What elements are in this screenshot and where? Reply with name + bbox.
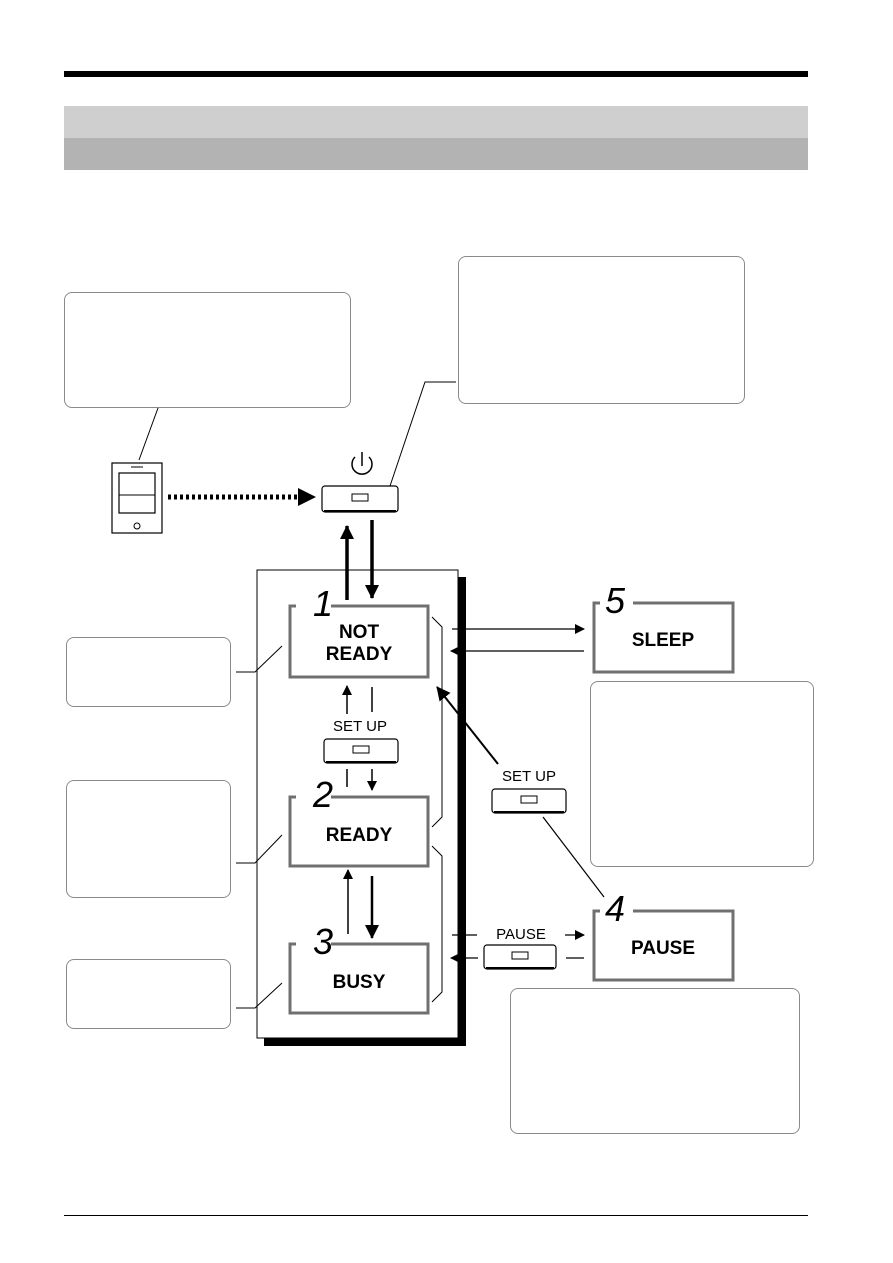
bracket-not-ready-ready bbox=[431, 616, 443, 828]
note-ready bbox=[66, 780, 231, 898]
state-ready: 2 READY bbox=[288, 774, 430, 868]
state-label: READY bbox=[326, 825, 393, 846]
remote-signal-arrowhead bbox=[298, 488, 316, 506]
note-power bbox=[458, 256, 745, 404]
state-number-5: 5 bbox=[605, 580, 626, 621]
leader-ready bbox=[236, 834, 283, 864]
state-label-line1: NOT bbox=[339, 622, 380, 643]
note-sleep bbox=[590, 681, 814, 867]
bracket-ready-busy bbox=[431, 845, 443, 1003]
state-label-line2: READY bbox=[326, 644, 393, 665]
state-number-3: 3 bbox=[313, 921, 333, 962]
state-label: PAUSE bbox=[631, 938, 695, 959]
power-icon bbox=[351, 452, 373, 475]
arrow-setup-to-not-ready bbox=[436, 686, 499, 765]
header-band-top bbox=[64, 106, 808, 138]
state-label: SLEEP bbox=[632, 630, 695, 651]
pause-button[interactable] bbox=[483, 944, 557, 970]
leader-busy bbox=[236, 982, 283, 1009]
note-not-ready bbox=[66, 637, 231, 707]
bottom-rule bbox=[64, 1215, 808, 1216]
state-label: BUSY bbox=[333, 972, 386, 993]
state-busy: 3 BUSY bbox=[288, 921, 430, 1015]
state-number-1: 1 bbox=[313, 583, 333, 624]
leader-device bbox=[138, 407, 159, 461]
leader-power bbox=[389, 381, 456, 487]
state-pause: 4 PAUSE bbox=[592, 888, 735, 982]
header-band-bottom bbox=[64, 138, 808, 170]
note-busy bbox=[66, 959, 231, 1029]
setup-right-button[interactable] bbox=[491, 788, 567, 814]
smartphone-icon bbox=[111, 462, 163, 534]
power-button[interactable] bbox=[321, 485, 399, 513]
note-pause bbox=[510, 988, 800, 1134]
state-not-ready: 1 NOT READY bbox=[288, 583, 430, 679]
setup-right-label: SET UP bbox=[502, 768, 556, 785]
leader-not-ready bbox=[236, 645, 283, 673]
state-number-2: 2 bbox=[312, 774, 333, 815]
setup-center-button[interactable] bbox=[323, 738, 399, 764]
pause-label: PAUSE bbox=[496, 926, 546, 943]
state-sleep: 5 SLEEP bbox=[592, 580, 735, 674]
state-number-4: 4 bbox=[605, 888, 625, 929]
top-rule bbox=[64, 71, 808, 77]
setup-center-label: SET UP bbox=[333, 718, 387, 735]
note-device bbox=[64, 292, 351, 408]
leader-pause bbox=[542, 816, 605, 898]
